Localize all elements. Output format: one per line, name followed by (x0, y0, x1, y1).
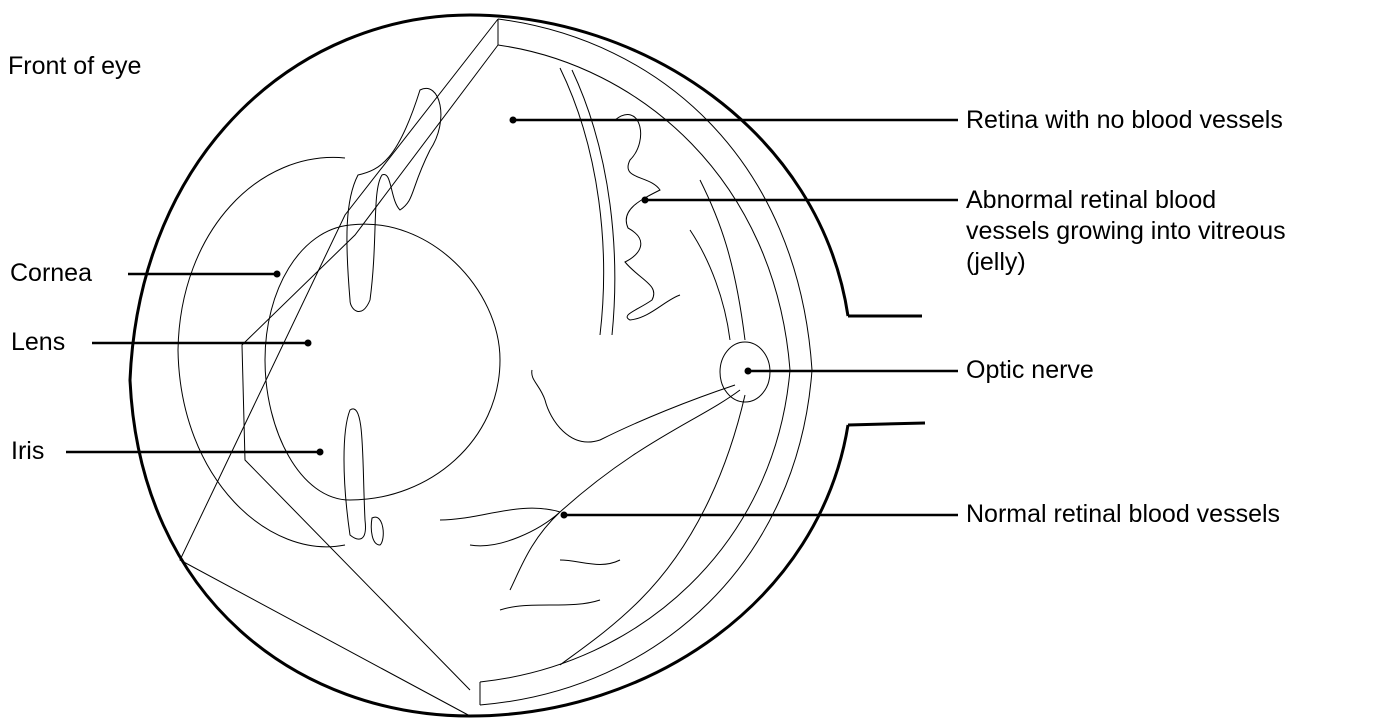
lens-outline (265, 224, 500, 500)
cut-plane-front-right (242, 45, 498, 690)
title-front-of-eye: Front of eye (8, 51, 141, 82)
vitreous-membrane (560, 68, 615, 335)
iris-lower-2 (371, 517, 383, 545)
dot-cornea (274, 271, 281, 278)
label-normal-vessels: Normal retinal blood vessels (966, 499, 1280, 530)
label-abnormal-vessels: Abnormal retinal blood vessels growing i… (966, 185, 1296, 278)
dot-iris (317, 449, 324, 456)
dot-lens (305, 340, 312, 347)
dot-optic-nerve (745, 368, 752, 375)
label-lens: Lens (11, 327, 65, 358)
label-cornea: Cornea (10, 258, 92, 289)
retina-outer-line (480, 45, 790, 682)
cornea-outline (178, 157, 345, 546)
dot-normal-vessels (561, 512, 568, 519)
normal-vessels (440, 370, 745, 665)
label-iris: Iris (11, 436, 44, 467)
optic-nerve-stalk-bottom (848, 423, 925, 425)
iris-lower (344, 409, 365, 539)
label-retina-no-vessels: Retina with no blood vessels (966, 105, 1283, 136)
sclera-inner-line (480, 19, 812, 705)
label-optic-nerve: Optic nerve (966, 355, 1094, 386)
dot-abnormal-vessels (642, 197, 649, 204)
iris-upper (347, 88, 441, 311)
abnormal-vessels (615, 115, 745, 340)
dot-retina-no-vessels (510, 117, 517, 124)
